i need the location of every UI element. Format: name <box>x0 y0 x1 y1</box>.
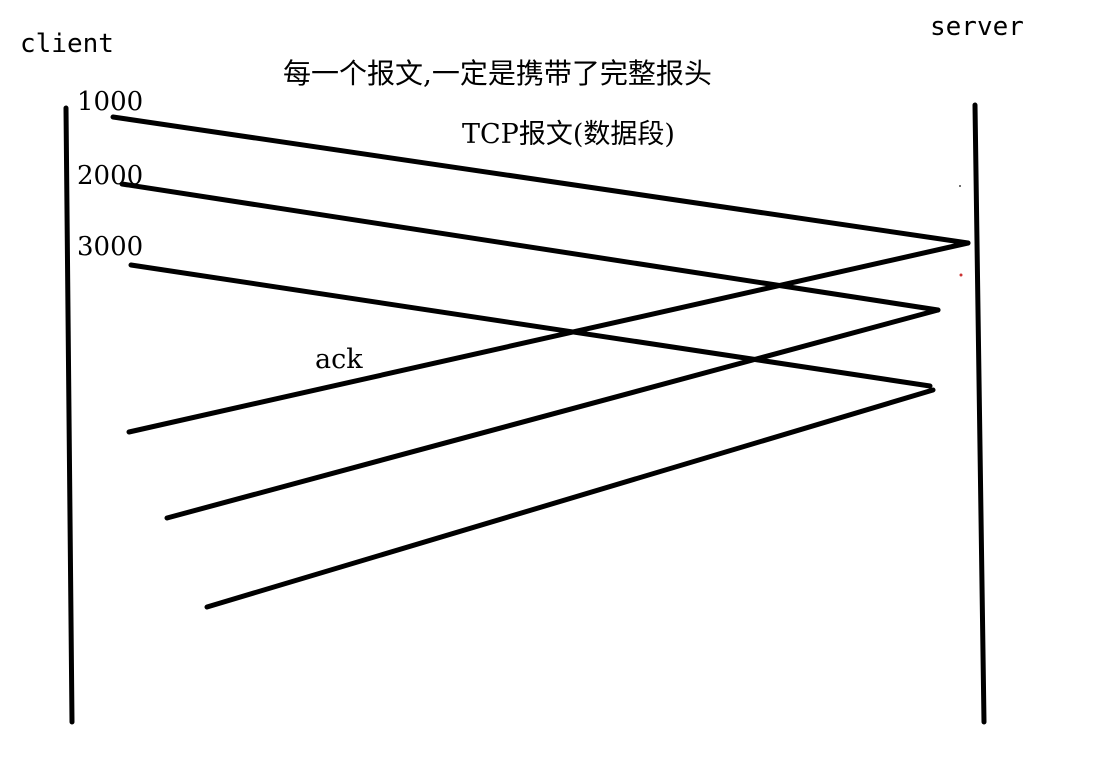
server-timeline <box>972 102 987 725</box>
ack-label: ack <box>315 344 363 375</box>
client-label: client <box>20 29 114 59</box>
data-segment-3000-arrow <box>128 262 933 389</box>
sequence-number-label: 2000 <box>77 161 144 191</box>
ack-arrow-2 <box>164 307 941 521</box>
ack-arrow-3 <box>204 387 936 610</box>
client-timeline <box>63 105 75 725</box>
sequence-number-label: 1000 <box>77 87 144 117</box>
diagram-subtitle: TCP报文(数据段) <box>462 119 675 150</box>
ack-arrow-1 <box>126 240 971 435</box>
data-segment-2000-arrow <box>119 181 941 313</box>
server-label: server <box>930 12 1024 42</box>
data-segment-1000-arrow <box>110 114 971 246</box>
diagram-title: 每一个报文,一定是携带了完整报头 <box>283 57 712 90</box>
speck-dot <box>959 185 961 187</box>
speck-dot <box>959 273 963 277</box>
sequence-number-label: 3000 <box>77 232 144 262</box>
